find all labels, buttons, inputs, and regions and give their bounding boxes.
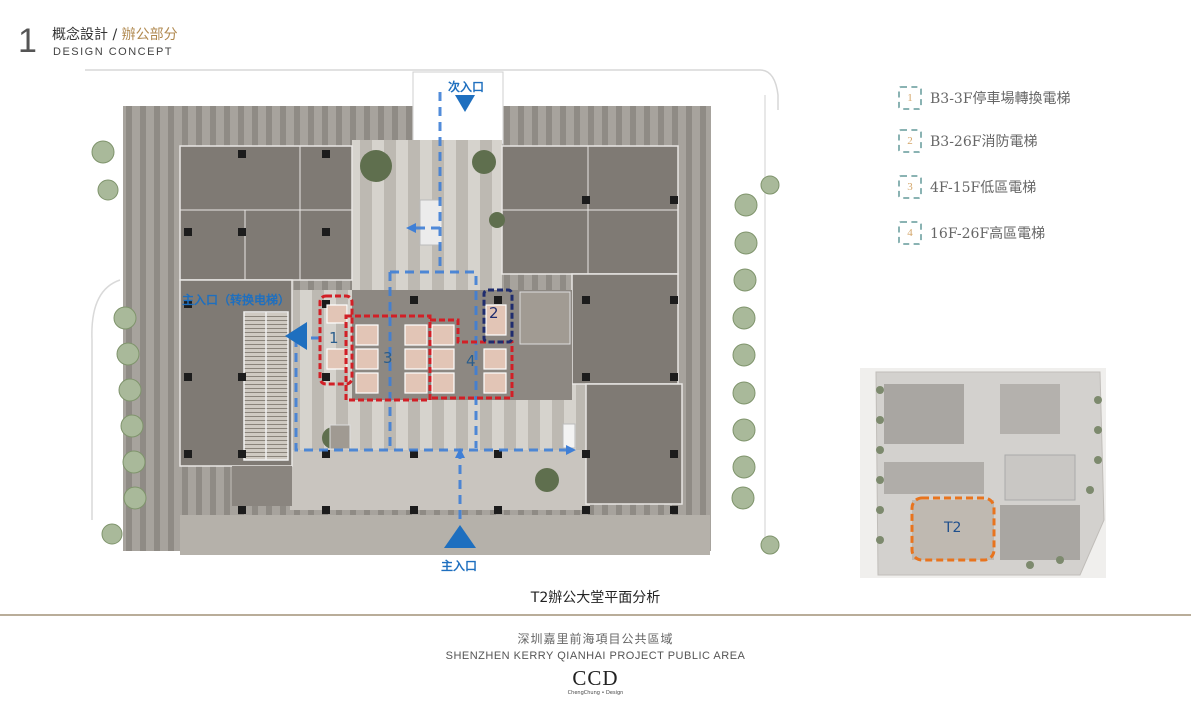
plan-caption: T2辦公大堂平面分析 (530, 590, 661, 606)
legend-text-4: 16F-26F高區電梯 (930, 226, 1046, 242)
page-title: 概念設計 / 辦公部分 (52, 24, 178, 44)
legend-item-1: 1 B3-3F停車場轉換電梯 (898, 86, 1071, 110)
title-main: 概念設計 / (52, 27, 122, 43)
zone-label-2: 2 (489, 304, 499, 322)
title-accent: 辦公部分 (121, 27, 178, 43)
zone-label-1: 1 (329, 329, 339, 347)
legend-marker-4: 4 (898, 221, 922, 245)
footer-project-cn: 深圳嘉里前海項目公共區域 (517, 632, 674, 646)
legend-text-1: B3-3F停車場轉換電梯 (930, 91, 1071, 107)
ccd-logo-subtitle: ChengChung • Design (567, 690, 624, 696)
footer-divider (0, 614, 1191, 616)
legend-item-3: 3 4F-15F低區電梯 (898, 175, 1036, 199)
main-entrance-bottom-label: 主入口 (441, 559, 478, 573)
keymap-t2-label: T2 (944, 520, 962, 536)
legend-item-2: 2 B3-26F消防電梯 (898, 129, 1037, 153)
legend-text-3: 4F-15F低區電梯 (930, 180, 1037, 196)
ccd-logo: CCD (572, 666, 619, 690)
floor-plan (85, 69, 1106, 578)
main-entrance-left-label: 主入口（转换电梯） (182, 293, 291, 307)
site-keymap (860, 368, 1106, 578)
zone-label-4: 4 (466, 352, 476, 370)
legend-item-4: 4 16F-26F高區電梯 (898, 221, 1045, 245)
zone-label-3: 3 (383, 349, 393, 367)
legend-text-2: B3-26F消防電梯 (930, 134, 1038, 150)
page-subtitle: DESIGN CONCEPT (53, 46, 174, 58)
legend-marker-3: 3 (898, 175, 922, 199)
secondary-entrance-label: 次入口 (448, 80, 485, 94)
legend-marker-2: 2 (898, 129, 922, 153)
footer-project-en: SHENZHEN KERRY QIANHAI PROJECT PUBLIC AR… (445, 650, 746, 662)
page-number: 1 (18, 22, 37, 60)
legend-marker-1: 1 (898, 86, 922, 110)
